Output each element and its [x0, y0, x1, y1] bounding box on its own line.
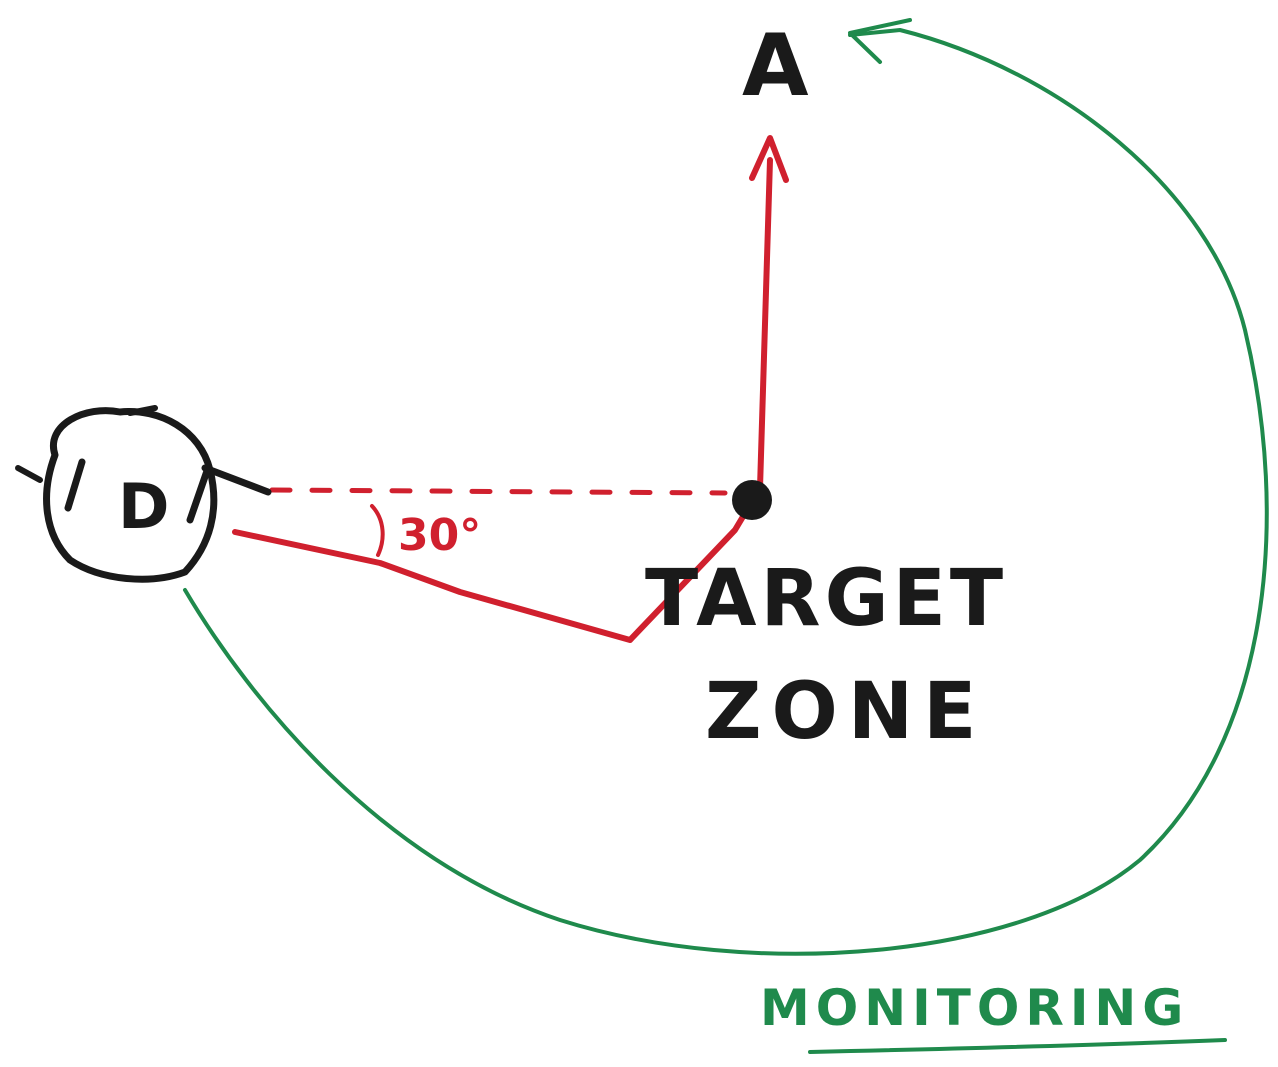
monitoring-label: MONITORING [760, 979, 1189, 1037]
angle-label: 30° [398, 510, 481, 561]
reference-dashed-line [269, 487, 728, 496]
target-zone-label-line2: ZONE [705, 667, 986, 757]
node-d-label: D [118, 470, 169, 543]
arrow-up-icon [749, 135, 789, 183]
target-point-icon [732, 480, 772, 520]
angle-arc [370, 504, 385, 557]
monitoring-underline [808, 1038, 1227, 1054]
point-a-label: A [742, 16, 809, 116]
monitoring-loop [183, 28, 1269, 956]
d-node-icon [15, 405, 272, 583]
target-zone-label-line1: TARGET [645, 554, 1007, 644]
monitoring-arrow-head-icon [848, 18, 912, 64]
